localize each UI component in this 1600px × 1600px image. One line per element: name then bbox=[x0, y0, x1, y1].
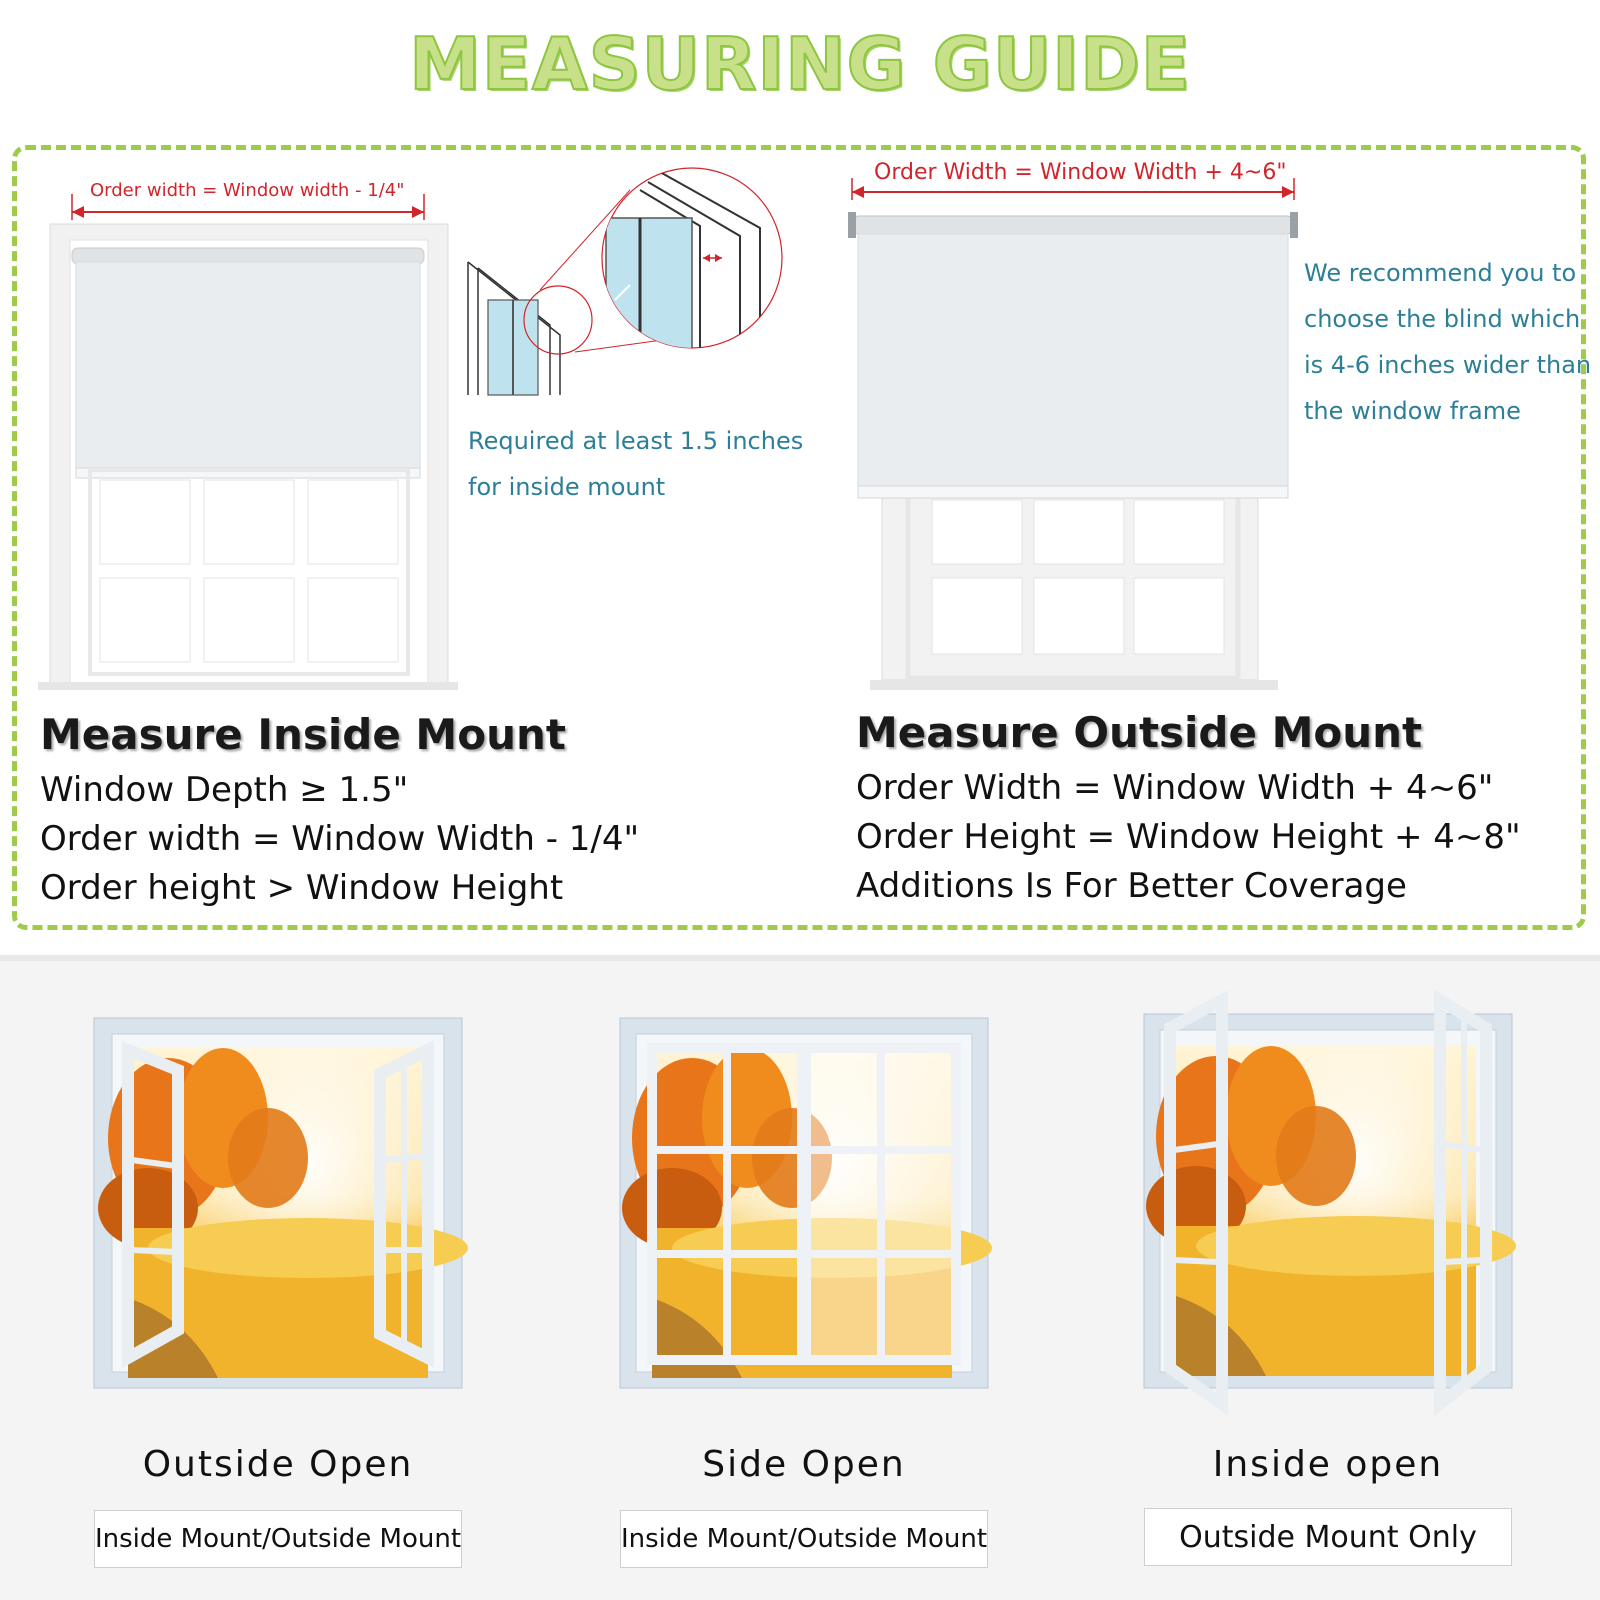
outside-recommend-note: We recommend you to choose the blind whi… bbox=[1304, 250, 1591, 434]
inside-spec-line: Window Depth ≥ 1.5" bbox=[40, 770, 409, 810]
window-type-name: Outside Open bbox=[142, 1444, 414, 1485]
outside-open-window bbox=[93, 1017, 468, 1389]
recommend-line: is 4-6 inches wider than bbox=[1304, 351, 1592, 379]
inside-spec-line: Order width = Window Width - 1/4" bbox=[40, 819, 640, 859]
page-title: MEASURING GUIDE bbox=[408, 21, 1191, 107]
outside-mount-heading: Measure Outside Mount bbox=[856, 708, 1423, 757]
side-open-window bbox=[619, 1017, 992, 1389]
mount-compatibility-badge: Outside Mount Only bbox=[1144, 1508, 1512, 1566]
inside-dimension-label: Order width = Window width - 1/4" bbox=[90, 180, 405, 201]
mount-compatibility-badge: Inside Mount/Outside Mount bbox=[620, 1510, 988, 1568]
mount-compatibility-badge: Inside Mount/Outside Mount bbox=[94, 1510, 462, 1568]
inside-mount-specs: Window Depth ≥ 1.5" Order width = Window… bbox=[40, 766, 639, 913]
depth-note-line: for inside mount bbox=[468, 473, 666, 501]
depth-requirement-note: Required at least 1.5 inches for inside … bbox=[468, 418, 803, 510]
window-depth-detail-illustration bbox=[467, 167, 783, 396]
outside-mount-specs: Order Width = Window Width + 4~6" Order … bbox=[856, 764, 1521, 911]
depth-note-line: Required at least 1.5 inches bbox=[468, 427, 804, 455]
recommend-line: choose the blind which bbox=[1304, 305, 1581, 333]
outside-mount-window-illustration bbox=[848, 178, 1298, 690]
outside-spec-line: Additions Is For Better Coverage bbox=[856, 866, 1407, 906]
inside-mount-heading: Measure Inside Mount bbox=[40, 710, 566, 759]
outside-dimension-label: Order Width = Window Width + 4~6" bbox=[874, 160, 1287, 185]
outside-spec-line: Order Width = Window Width + 4~6" bbox=[856, 768, 1494, 808]
inside-spec-line: Order height > Window Height bbox=[40, 868, 564, 908]
recommend-line: the window frame bbox=[1304, 397, 1521, 425]
window-type-name: Side Open bbox=[702, 1444, 906, 1485]
recommend-line: We recommend you to bbox=[1304, 259, 1577, 287]
inside-open-window bbox=[1143, 989, 1516, 1417]
measuring-guide-frame bbox=[12, 145, 1586, 930]
outside-spec-line: Order Height = Window Height + 4~8" bbox=[856, 817, 1521, 857]
window-type-name: Inside open bbox=[1212, 1444, 1444, 1485]
inside-mount-window-illustration bbox=[38, 194, 458, 690]
